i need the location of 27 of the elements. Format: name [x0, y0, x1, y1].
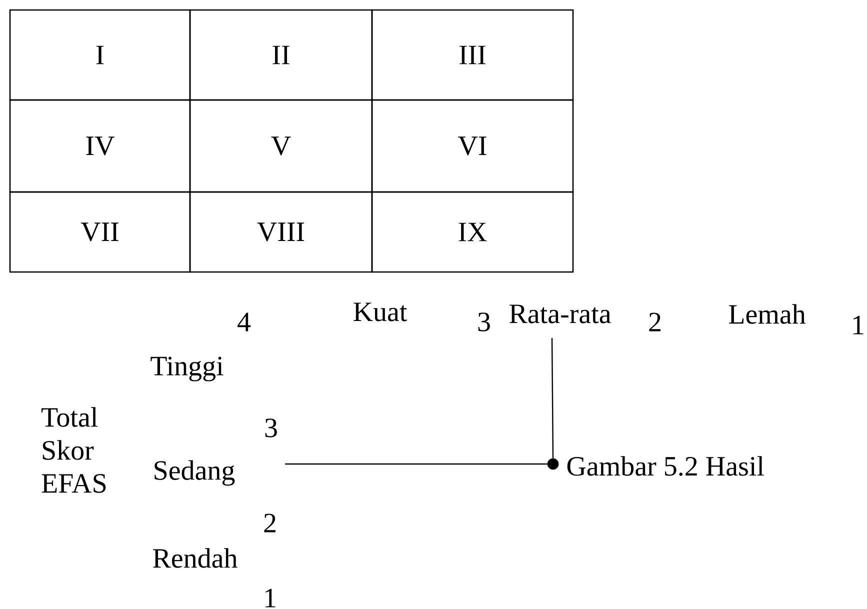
matrix-cell: IX — [371, 191, 574, 273]
axis-label: Rendah — [153, 548, 238, 568]
axis-number: 2 — [264, 514, 276, 532]
axis-label: Rata-rata — [510, 304, 611, 324]
axis-number: 4 — [238, 312, 251, 332]
matrix-cell: III — [371, 9, 574, 101]
matrix-cell: I — [9, 9, 191, 101]
matrix-cell: II — [189, 9, 373, 101]
axis-label: Lemah — [728, 304, 806, 324]
axis-number: 2 — [649, 312, 660, 332]
matrix-cell: VI — [371, 99, 574, 193]
axis-label: Kuat — [354, 302, 408, 322]
axis-number: 3 — [265, 418, 277, 438]
point-marker — [547, 458, 559, 470]
axis-label: Sedang — [154, 460, 235, 486]
matrix-cell: IV — [9, 99, 191, 193]
caption: Gambar 5.2 Hasil — [567, 456, 764, 476]
axis-label: Total Skor EFAS — [42, 407, 106, 493]
axis-number: 1 — [265, 588, 276, 608]
matrix-cell: V — [189, 99, 373, 193]
axis-number: 3 — [478, 312, 490, 332]
axis-label: Tinggi — [150, 356, 224, 382]
line — [285, 463, 548, 465]
axis-number: 1 — [853, 316, 864, 334]
matrix-cell: VIII — [189, 191, 373, 273]
matrix-cell: VII — [9, 191, 191, 273]
line — [551, 338, 554, 458]
